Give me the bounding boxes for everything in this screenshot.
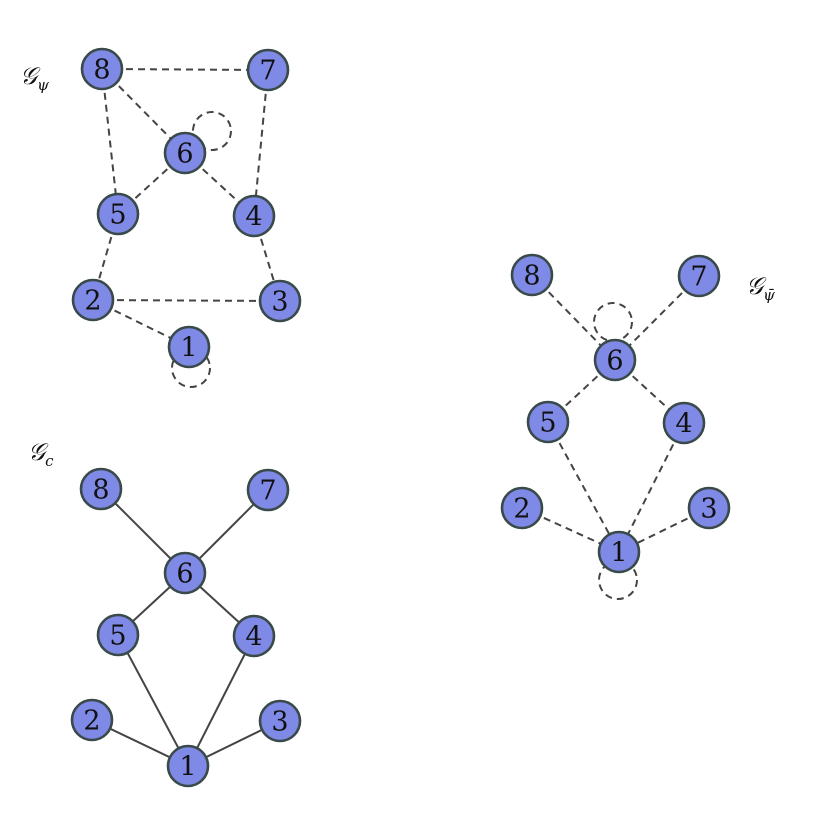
node-circle bbox=[70, 698, 114, 742]
g-c-node-4: 4 bbox=[232, 614, 276, 658]
node-circle bbox=[662, 401, 706, 445]
g-c-node-6: 6 bbox=[163, 551, 207, 595]
node-label: 3 bbox=[271, 287, 288, 318]
g-psi-edge-7-4 bbox=[253, 69, 269, 217]
g-psi-node-2: 2 bbox=[71, 278, 115, 322]
g-c-edge-4-1 bbox=[187, 635, 255, 767]
node-circle bbox=[258, 699, 302, 743]
g-psi-node-1: 1 bbox=[167, 325, 211, 369]
node-circle bbox=[167, 325, 211, 369]
g-psi-node-7: 7 bbox=[246, 48, 290, 92]
node-label: 2 bbox=[84, 286, 101, 317]
graph-label-sub: ψ bbox=[37, 76, 49, 94]
node-circle bbox=[500, 486, 544, 530]
node-label: 4 bbox=[245, 202, 262, 233]
graph-label-sub: c bbox=[45, 452, 54, 470]
node-label: 7 bbox=[259, 56, 276, 87]
node-label: 5 bbox=[109, 200, 126, 231]
g-psi-edge-8-5 bbox=[101, 68, 119, 215]
node-label: 4 bbox=[245, 622, 262, 653]
node-label: 3 bbox=[700, 494, 717, 525]
g-psi-node-3: 3 bbox=[258, 279, 302, 323]
g-psibar-node-2: 2 bbox=[500, 486, 544, 530]
g-psibar-edge-5-1 bbox=[547, 421, 620, 553]
g-psibar-self-loop-6 bbox=[593, 302, 633, 342]
graph-label-sub: ψ̄ bbox=[763, 286, 775, 304]
g-c-edge-5-1 bbox=[117, 634, 189, 767]
node-circle bbox=[677, 254, 721, 298]
node-label: 7 bbox=[690, 262, 707, 293]
node-circle bbox=[246, 48, 290, 92]
g-psi-node-5: 5 bbox=[96, 192, 140, 236]
node-circle bbox=[258, 279, 302, 323]
node-circle bbox=[232, 614, 276, 658]
g-psi-node-4: 4 bbox=[232, 194, 276, 238]
g-c-node-2: 2 bbox=[70, 698, 114, 742]
graph-label-main: 𝒢 bbox=[20, 62, 41, 90]
g-psibar-node-5: 5 bbox=[526, 400, 570, 444]
g-psi-edge-2-3 bbox=[92, 299, 281, 302]
node-circle bbox=[526, 400, 570, 444]
g-psibar-node-4: 4 bbox=[662, 401, 706, 445]
node-circle bbox=[597, 530, 641, 574]
g-psibar-node-3: 3 bbox=[687, 486, 731, 530]
graph-label-main: 𝒢 bbox=[28, 438, 49, 466]
node-circle bbox=[79, 467, 123, 511]
node-label: 7 bbox=[259, 476, 276, 507]
node-label: 2 bbox=[83, 706, 100, 737]
g-psi-label: 𝒢ψ bbox=[20, 62, 49, 94]
g-psibar-node-1: 1 bbox=[597, 530, 641, 574]
g-c-node-5: 5 bbox=[96, 613, 140, 657]
node-label: 2 bbox=[513, 494, 530, 525]
g-psi-node-8: 8 bbox=[80, 47, 124, 91]
node-label: 6 bbox=[606, 346, 623, 377]
g-psibar-graph: 1 2 3 4 5 6 7 8 𝒢ψ̄ bbox=[500, 253, 775, 600]
g-psibar-node-6: 6 bbox=[593, 338, 637, 382]
g-c-graph: 1 2 3 4 5 6 7 8 𝒢c bbox=[28, 438, 302, 788]
node-circle bbox=[687, 486, 731, 530]
g-psi-edge-8-7 bbox=[101, 68, 269, 71]
node-circle bbox=[96, 192, 140, 236]
g-psi-node-6: 6 bbox=[163, 131, 207, 175]
g-c-node-7: 7 bbox=[246, 468, 290, 512]
node-label: 1 bbox=[610, 538, 627, 569]
g-psibar-node-7: 7 bbox=[677, 254, 721, 298]
node-label: 5 bbox=[539, 408, 556, 439]
g-c-node-8: 8 bbox=[79, 467, 123, 511]
g-c-label: 𝒢c bbox=[28, 438, 54, 470]
graph-label-main: 𝒢 bbox=[746, 272, 767, 300]
node-label: 1 bbox=[179, 752, 196, 783]
node-circle bbox=[96, 613, 140, 657]
node-label: 3 bbox=[271, 707, 288, 738]
g-psi-self-loop-6 bbox=[192, 111, 232, 151]
node-label: 8 bbox=[92, 475, 109, 506]
node-label: 6 bbox=[176, 139, 193, 170]
node-circle bbox=[246, 468, 290, 512]
node-circle bbox=[232, 194, 276, 238]
node-circle bbox=[166, 744, 210, 788]
node-circle bbox=[510, 253, 554, 297]
node-circle bbox=[163, 551, 207, 595]
node-label: 1 bbox=[180, 333, 197, 364]
node-circle bbox=[593, 338, 637, 382]
node-label: 6 bbox=[176, 559, 193, 590]
node-label: 5 bbox=[109, 621, 126, 652]
node-circle bbox=[163, 131, 207, 175]
g-c-node-3: 3 bbox=[258, 699, 302, 743]
node-label: 8 bbox=[93, 55, 110, 86]
node-circle bbox=[80, 47, 124, 91]
g-c-node-1: 1 bbox=[166, 744, 210, 788]
node-label: 4 bbox=[675, 409, 692, 440]
g-psi-graph: 1 2 3 4 5 6 7 8 𝒢ψ bbox=[20, 47, 302, 388]
node-label: 8 bbox=[523, 261, 540, 292]
node-circle bbox=[71, 278, 115, 322]
g-psibar-edge-4-1 bbox=[618, 422, 685, 553]
g-psibar-label: 𝒢ψ̄ bbox=[746, 272, 775, 304]
g-psibar-node-8: 8 bbox=[510, 253, 554, 297]
